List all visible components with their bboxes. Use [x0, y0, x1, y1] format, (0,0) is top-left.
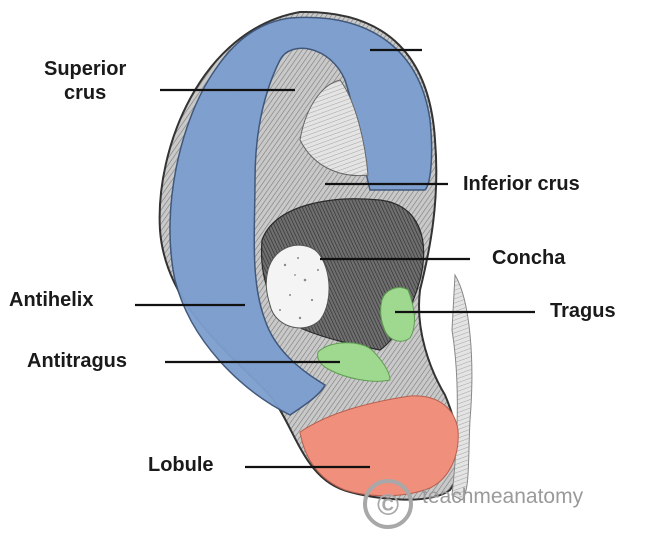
- label-lobule: Lobule: [148, 454, 214, 476]
- label-superior-crus: Superior crus: [44, 58, 126, 105]
- ear-canal-speckles: [279, 257, 319, 320]
- watermark-text: teachmeanatomy: [422, 485, 584, 508]
- label-concha: Concha: [492, 247, 566, 269]
- label-superior-crus-line2: crus: [64, 81, 107, 104]
- face-edge: [451, 273, 473, 501]
- triangular-fossa: [299, 79, 369, 177]
- label-superior-crus-line1: Superior: [44, 58, 127, 80]
- copyright-symbol: ©: [377, 489, 399, 522]
- label-antitragus: Antitragus: [27, 350, 127, 372]
- copyright-icon: ©: [363, 479, 413, 529]
- label-antihelix: Antihelix: [9, 289, 94, 311]
- tragus-region: [380, 287, 415, 342]
- label-tragus: Tragus: [550, 300, 616, 322]
- ear-canal-opening: [265, 244, 330, 329]
- antitragus-region: [317, 342, 391, 382]
- lobule-region: [299, 395, 459, 497]
- label-inferior-crus: Inferior crus: [463, 173, 580, 195]
